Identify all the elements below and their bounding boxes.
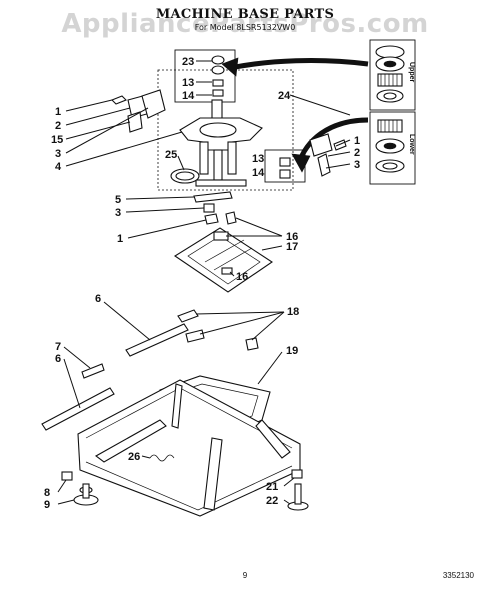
upper-bearing-box [369, 39, 416, 111]
callout-26: 26 [128, 451, 140, 463]
callout-13-lower: 13 [252, 153, 264, 165]
upper-label: Upper [408, 62, 415, 83]
callout-6-lower: 6 [55, 353, 61, 365]
callout-18: 18 [287, 306, 299, 318]
seal-subgroup-box [174, 49, 236, 103]
callout-3-lower: 3 [115, 207, 121, 219]
part-7 [81, 363, 105, 379]
callout-1-lower: 1 [117, 233, 123, 245]
upper-arrow [229, 58, 369, 71]
nut-21 [291, 469, 303, 479]
bar-6-upper [125, 323, 189, 357]
callout-24: 24 [278, 90, 291, 102]
callout-16-bottom: 16 [236, 271, 248, 283]
part-18-b [185, 329, 205, 343]
callout-3-right: 3 [354, 159, 360, 171]
callout-14-lower: 14 [252, 167, 265, 179]
callout-15: 15 [51, 134, 63, 146]
lower-bearing-box [369, 111, 416, 185]
bar-6-lower [41, 387, 115, 431]
part-5 [193, 191, 233, 203]
document-number: 3352130 [443, 571, 475, 580]
leader-lines [57, 60, 351, 505]
callout-23: 23 [182, 56, 194, 68]
gearcase [179, 99, 263, 187]
callout-22: 22 [266, 495, 278, 507]
callout-25: 25 [165, 149, 177, 161]
watermark-text: AppliancePartsPros.com [61, 9, 428, 39]
part-18-c [245, 337, 259, 351]
bearing-inset: Upper Lower [369, 39, 416, 185]
spring-26 [149, 454, 175, 462]
callout-3-left: 3 [55, 148, 61, 160]
callout-7: 7 [55, 341, 61, 353]
callout-2-left: 2 [55, 120, 61, 132]
lower-label: Lower [408, 134, 415, 155]
base-frame [77, 375, 301, 517]
part-16-top [225, 211, 237, 225]
callout-17: 17 [286, 241, 298, 253]
gearcase-group-box [157, 69, 294, 191]
nut-8 [61, 471, 73, 481]
callout-8: 8 [44, 487, 50, 499]
callout-21: 21 [266, 481, 278, 493]
diagram-subtitle: For Model 8LSR5132VW0 [195, 23, 296, 32]
upper-arrow-head [221, 57, 239, 77]
callout-9: 9 [44, 499, 50, 511]
part-1-lower [204, 213, 219, 225]
diagram-title: MACHINE BASE PARTS [156, 7, 334, 22]
callout-1-right: 1 [354, 135, 360, 147]
callout-16-top: 16 [286, 231, 298, 243]
lower-arrow-head [291, 153, 311, 173]
callout-2-right: 2 [354, 147, 360, 159]
callout-13-upper: 13 [182, 77, 194, 89]
callout-5: 5 [115, 194, 121, 206]
mounting-plate [173, 227, 273, 293]
part-18-a [177, 309, 199, 323]
callout-6-upper: 6 [95, 293, 101, 305]
callout-4: 4 [55, 161, 62, 173]
lower-arrow [297, 117, 369, 162]
callout-14-upper: 14 [182, 90, 195, 102]
right-subgroup-box [264, 149, 306, 183]
right-clip-parts [279, 133, 347, 179]
part-3-lower [203, 203, 215, 213]
callout-19: 19 [286, 345, 298, 357]
callout-1-left: 1 [55, 106, 61, 118]
page-number: 9 [243, 571, 248, 580]
